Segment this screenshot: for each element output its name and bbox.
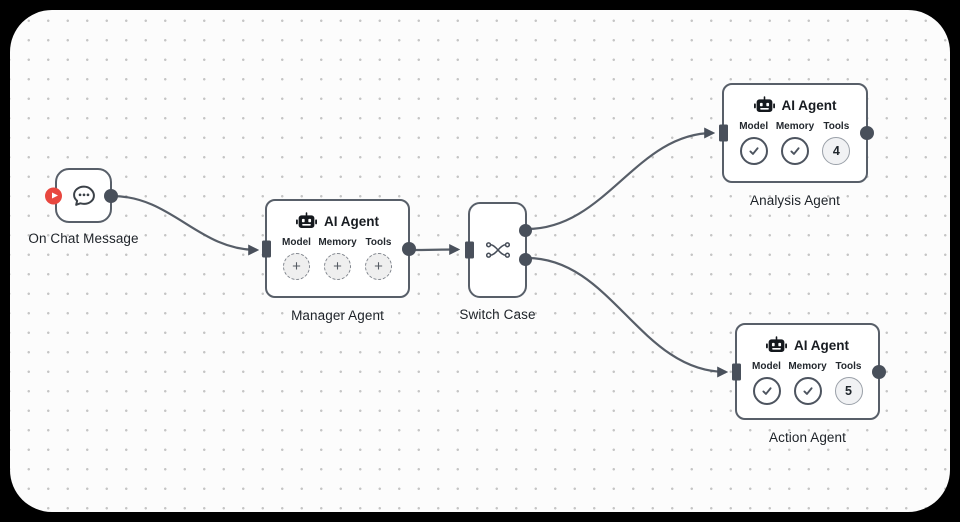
agent-title: AI Agent xyxy=(737,336,878,354)
agent-title: AI Agent xyxy=(267,212,408,230)
add-model-button[interactable]: + xyxy=(283,253,310,280)
tools-count-value: 5 xyxy=(845,384,852,398)
port-model: Model xyxy=(746,361,787,405)
port-tools: Tools + xyxy=(358,237,399,280)
port-label-memory: Memory xyxy=(788,361,827,372)
port-memory: Memory xyxy=(787,361,828,405)
agent-title-text: AI Agent xyxy=(781,97,837,113)
model-configured-indicator[interactable] xyxy=(739,137,768,165)
input-connector[interactable] xyxy=(719,124,728,142)
agent-title-text: AI Agent xyxy=(794,337,849,353)
port-tools: Tools 4 xyxy=(816,121,857,165)
port-model: Model xyxy=(733,121,774,165)
port-label-tools: Tools xyxy=(835,361,862,372)
sub-ports-row: Model Memory Tools 5 xyxy=(737,354,878,405)
agent-title: AI Agent xyxy=(724,96,866,114)
tools-count-badge[interactable]: 5 xyxy=(834,377,863,405)
output-connector[interactable] xyxy=(860,126,874,140)
output-connector-2[interactable] xyxy=(519,253,532,266)
port-label-model: Model xyxy=(739,121,769,132)
plus-icon: + xyxy=(374,258,383,275)
port-label-memory: Memory xyxy=(318,237,357,248)
node-manager-agent[interactable]: AI Agent Model + Memory + Tools + xyxy=(262,199,416,323)
port-memory: Memory xyxy=(774,121,815,165)
add-tools-button[interactable]: + xyxy=(365,253,392,280)
input-connector[interactable] xyxy=(465,241,474,259)
node-on-chat-message[interactable]: On Chat Message xyxy=(28,168,139,246)
port-label-model: Model xyxy=(752,361,781,372)
output-connector[interactable] xyxy=(402,241,416,256)
plus-icon: + xyxy=(333,258,342,275)
input-connector[interactable] xyxy=(732,363,741,380)
output-connector-1[interactable] xyxy=(519,224,532,237)
memory-configured-indicator[interactable] xyxy=(793,377,822,405)
agent-title-text: AI Agent xyxy=(324,213,379,229)
node-action-agent[interactable]: AI Agent Model Memory Too xyxy=(732,323,886,445)
robot-icon xyxy=(753,96,775,114)
check-icon xyxy=(761,387,772,395)
sub-ports-row: Model + Memory + Tools + xyxy=(267,230,408,280)
port-label-tools: Tools xyxy=(365,237,392,248)
robot-icon xyxy=(766,336,787,354)
execute-trigger-button[interactable] xyxy=(45,187,62,204)
check-icon xyxy=(802,387,813,395)
port-label-memory: Memory xyxy=(775,121,815,132)
plus-icon: + xyxy=(292,258,301,275)
memory-configured-indicator[interactable] xyxy=(780,137,809,165)
port-memory: Memory + xyxy=(317,237,358,280)
robot-icon xyxy=(296,212,317,230)
node-label: On Chat Message xyxy=(28,231,139,246)
output-connector[interactable] xyxy=(872,364,886,379)
tools-count-badge[interactable]: 4 xyxy=(822,137,851,165)
node-label: Manager Agent xyxy=(291,308,384,323)
node-switch-case[interactable]: Switch Case xyxy=(459,202,535,322)
node-analysis-agent[interactable]: AI Agent Model Memory Too xyxy=(719,83,874,208)
chat-bubble-icon xyxy=(70,182,98,210)
tools-count-value: 4 xyxy=(832,144,840,158)
input-connector[interactable] xyxy=(262,240,271,257)
model-configured-indicator[interactable] xyxy=(752,377,781,405)
check-icon xyxy=(749,147,759,155)
add-memory-button[interactable]: + xyxy=(324,253,351,280)
node-label: Switch Case xyxy=(459,307,536,322)
port-label-model: Model xyxy=(282,237,311,248)
port-tools: Tools 5 xyxy=(828,361,869,405)
check-icon xyxy=(790,147,800,155)
sub-ports-row: Model Memory Tools 4 xyxy=(724,114,866,165)
play-icon xyxy=(51,192,58,199)
output-connector[interactable] xyxy=(104,188,118,203)
shuffle-icon xyxy=(485,242,510,258)
node-label: Analysis Agent xyxy=(750,193,840,208)
node-label: Action Agent xyxy=(768,430,847,445)
port-model: Model + xyxy=(276,237,317,280)
port-label-tools: Tools xyxy=(823,121,850,132)
